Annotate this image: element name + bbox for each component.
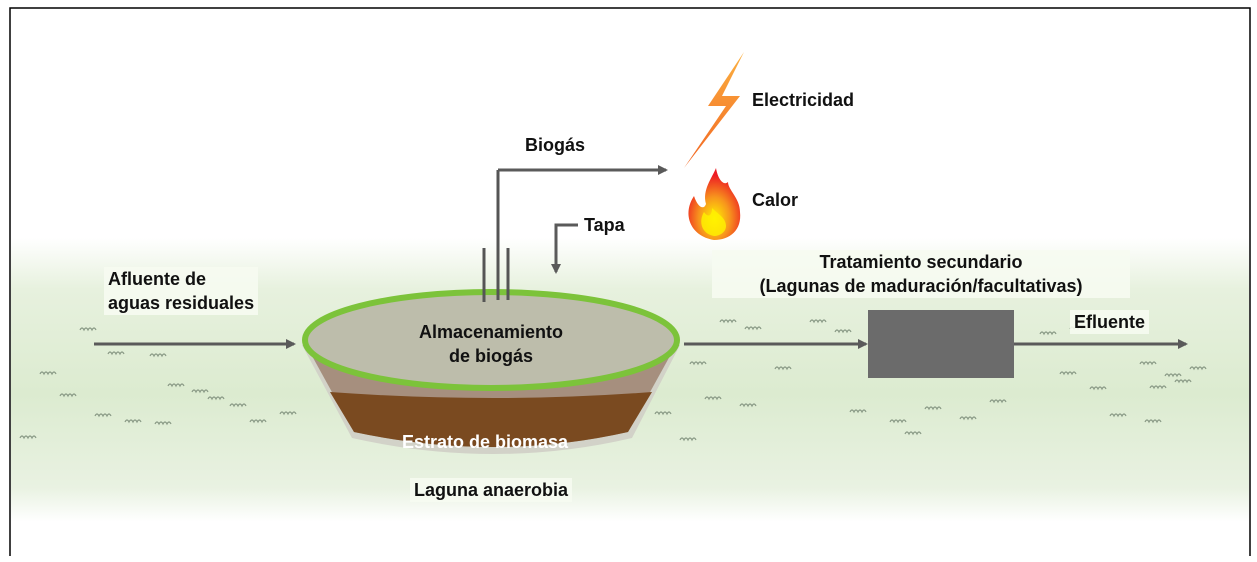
biogas-pipes xyxy=(482,170,510,302)
biomass-layer xyxy=(330,392,652,447)
heat-label: Calor xyxy=(752,190,799,210)
biomass-stratum-label: Estrato de biomasa xyxy=(402,432,569,452)
secondary-treatment-line1: Tratamiento secundario xyxy=(819,252,1023,272)
frame-border xyxy=(9,7,1251,556)
cover-pointer-arrow xyxy=(551,223,578,274)
secondary-treatment-label: Tratamiento secundario (Lagunas de madur… xyxy=(712,250,1130,298)
biogas-storage-label: Almacenamiento de biogás xyxy=(398,320,584,368)
biogas-storage-line1: Almacenamiento xyxy=(418,322,564,342)
gas-dome xyxy=(305,292,677,388)
biogas-label: Biogás xyxy=(525,135,586,155)
lagoon-cover-rim xyxy=(302,289,680,391)
anaerobic-lagoon xyxy=(302,289,680,454)
lightning-bolt-icon xyxy=(684,52,744,168)
electricity-label: Electricidad xyxy=(752,90,855,110)
influent-label-line2: aguas residuales xyxy=(108,293,255,313)
influent-label-line1: Afluente de xyxy=(108,269,207,289)
effluent-label: Efluente xyxy=(1070,310,1150,334)
influent-label: Afluente de aguas residuales xyxy=(104,267,259,315)
biogas-storage-line2: de biogás xyxy=(448,346,533,366)
flame-icon xyxy=(688,168,741,240)
secondary-treatment-box xyxy=(868,310,1014,378)
anaerobic-lagoon-label: Laguna anaerobia xyxy=(410,478,573,502)
cover-label: Tapa xyxy=(584,215,625,235)
secondary-treatment-line2: (Lagunas de maduración/facultativas) xyxy=(759,276,1083,296)
